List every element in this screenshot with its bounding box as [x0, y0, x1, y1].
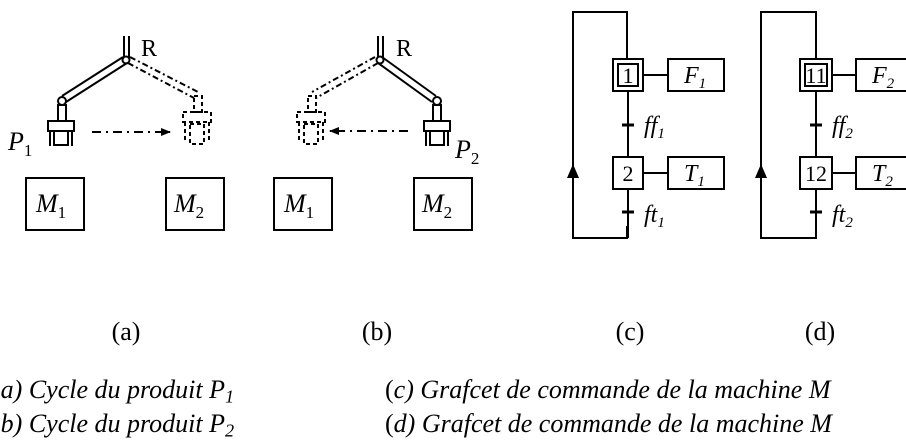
grafcet-c: 1 F1 ff1 2 T1 ft1 [567, 11, 725, 239]
caption-d-text: ) Grafcet de commande de la machine M [406, 410, 832, 438]
gripper-solid [47, 120, 75, 146]
caption-b-sub: 2 [225, 420, 235, 441]
panel-label-d: (d) [805, 317, 835, 346]
action-box-2 [855, 156, 906, 190]
machine-label-m1: M1 [35, 189, 66, 222]
step-2-number: 2 [623, 161, 634, 186]
step-initial-inner [804, 63, 828, 87]
machine-box-m2 [413, 177, 473, 231]
machine-box-m1 [273, 177, 333, 231]
action-label-2: T2 [872, 161, 893, 190]
robot-arm-dashed [296, 56, 379, 145]
robot-label: R [396, 36, 412, 62]
product-label: P2 [454, 135, 479, 168]
loop-arrow [755, 164, 767, 178]
machine-box-m1 [25, 177, 85, 231]
caption-a-prefix: ( [0, 375, 1, 404]
gripper-solid [423, 120, 451, 146]
step-2-number: 12 [805, 161, 827, 186]
caption-d: (d) Grafcet de commande de la machine M [385, 410, 906, 438]
machine-label-m2: M2 [173, 189, 204, 222]
robot-label: R [141, 36, 157, 62]
machine-box-m2 [165, 177, 225, 231]
loop-arrow [567, 164, 579, 178]
robot-arm-solid [377, 56, 442, 122]
caption-c-prefix: ( [385, 376, 394, 404]
action-label-initial: F1 [683, 63, 706, 92]
caption-b: (b) Cycle du produit P2 [0, 410, 234, 445]
robot-arm-dashed [127, 56, 212, 145]
caption-d-letter: d [393, 410, 407, 438]
robot-arm-solid [57, 56, 128, 122]
caption-a-sub: 1 [225, 386, 235, 407]
action-box-2 [667, 156, 725, 190]
caption-c-text: ) Grafcet de commande de la machine M [405, 376, 831, 404]
caption-b-text: b) Cycle du produit P [0, 409, 225, 438]
step-2-box [799, 156, 833, 190]
loop-line [572, 11, 628, 239]
robot-mast [121, 36, 131, 65]
caption-b-prefix: ( [0, 409, 1, 438]
panel-b: P2 R M1 M2 [273, 36, 479, 231]
machine-label-m1: M1 [283, 189, 314, 222]
grafcet-d: 11 F2 ff2 12 T2 ft2 [755, 11, 906, 239]
panel-label-c: (c) [616, 317, 645, 346]
transition-label-1: ff2 [832, 113, 853, 142]
transition-label-2: ft2 [832, 202, 853, 231]
panel-label-b: (b) [362, 317, 392, 346]
transition-label-1: ff1 [644, 113, 665, 142]
action-box-initial [667, 58, 725, 92]
step-initial-number: 1 [623, 63, 634, 88]
step-initial-number: 11 [805, 63, 826, 88]
transition-label-2: ft1 [644, 202, 665, 231]
caption-a-text: a) Cycle du produit P [0, 375, 225, 404]
loop-line [760, 11, 817, 239]
panel-label-a: (a) [112, 317, 141, 346]
caption-c-letter: c [393, 376, 406, 404]
caption-c: (c) Grafcet de commande de la machine M [385, 376, 906, 404]
caption-a: (a) Cycle du produit P1 [0, 376, 234, 411]
step-initial-inner [617, 63, 639, 87]
robot-mast [375, 36, 385, 65]
action-label-2: T1 [684, 161, 705, 190]
action-label-initial: F2 [871, 63, 895, 92]
panel-a: P1 R M1 M2 [7, 36, 225, 231]
product-label: P1 [7, 127, 32, 160]
caption-d-prefix: ( [385, 410, 394, 438]
machine-label-m2: M2 [421, 189, 452, 222]
action-box-initial [855, 58, 906, 92]
